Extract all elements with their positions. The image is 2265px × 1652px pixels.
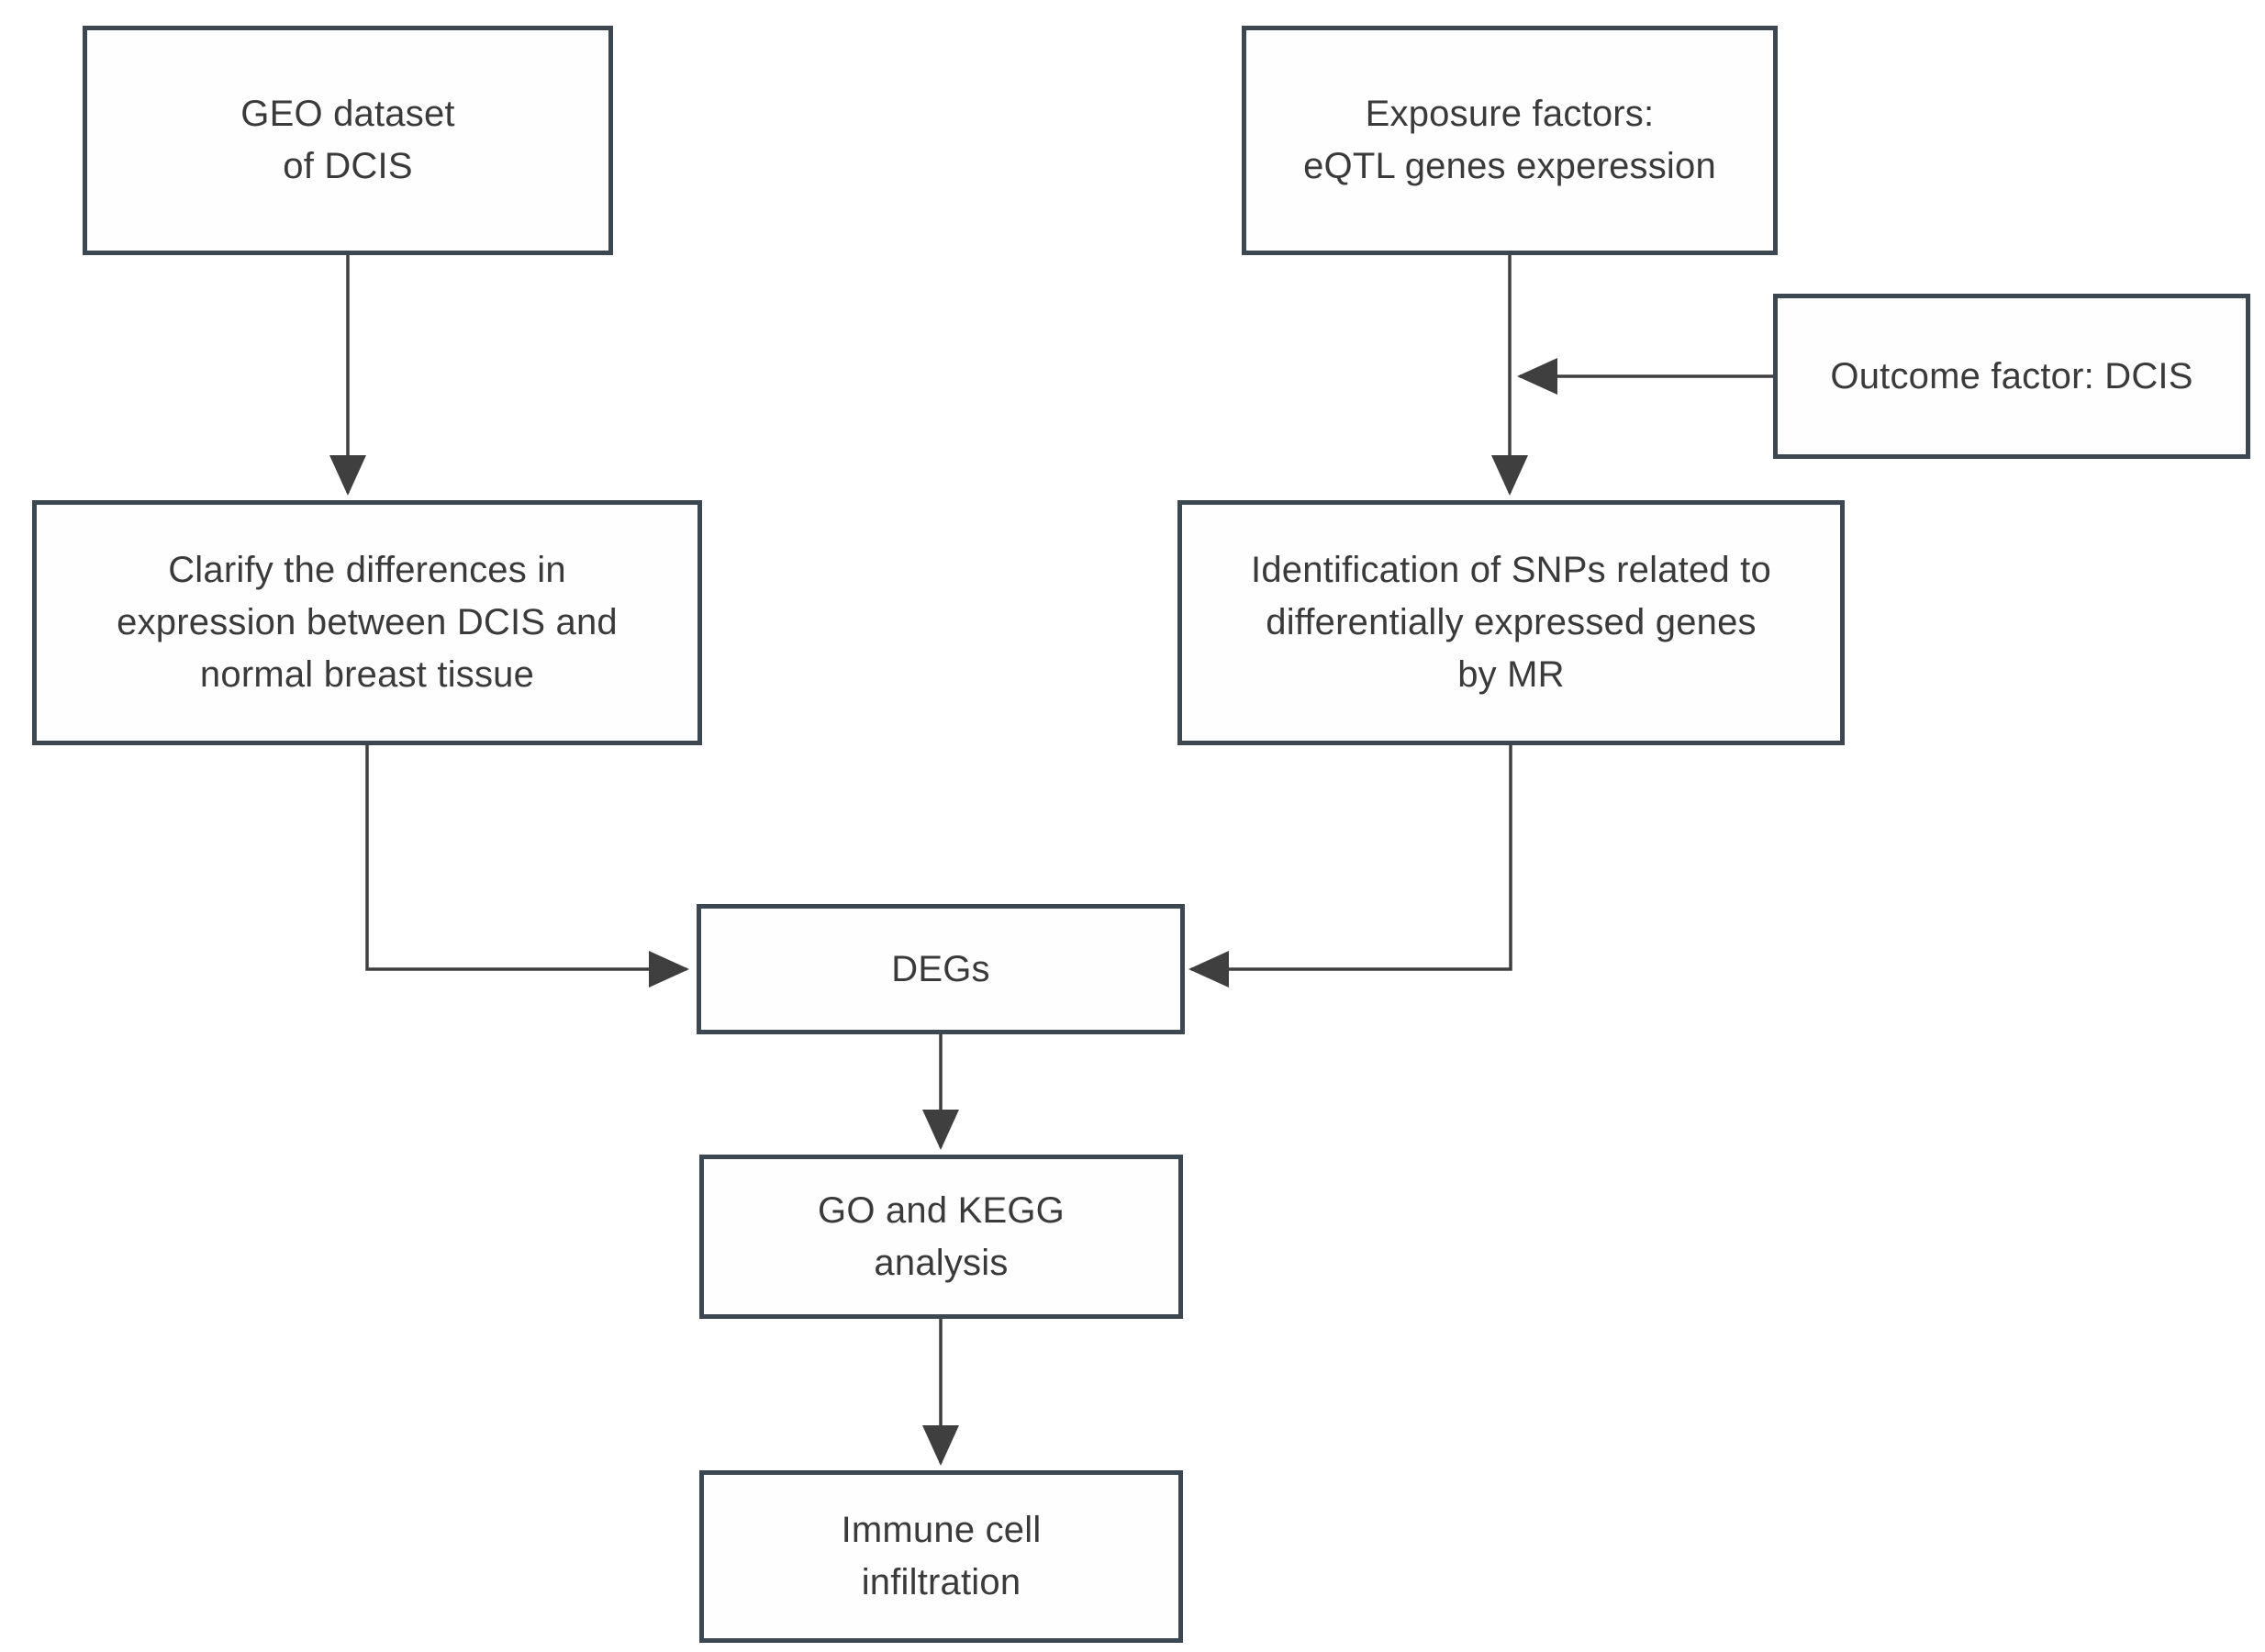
node-outcome-factor: Outcome factor: DCIS xyxy=(1773,294,2250,459)
node-degs-label: DEGs xyxy=(891,948,990,989)
connector-clarify-to-degs xyxy=(365,745,689,988)
node-identification-snps-label: Identification of SNPs related to differ… xyxy=(1251,550,1771,695)
node-immune-cell-infiltration: Immune cell infiltration xyxy=(699,1470,1183,1643)
node-go-kegg-analysis: GO and KEGG analysis xyxy=(699,1155,1183,1319)
node-outcome-factor-label: Outcome factor: DCIS xyxy=(1830,355,2193,396)
node-geo-dataset: GEO dataset of DCIS xyxy=(83,26,613,255)
node-exposure-factors-label: Exposure factors: eQTL genes experession xyxy=(1303,94,1716,186)
node-exposure-factors: Exposure factors: eQTL genes experession xyxy=(1242,26,1778,255)
connector-identification-to-degs xyxy=(1188,745,1512,988)
node-immune-cell-infiltration-label: Immune cell infiltration xyxy=(841,1510,1042,1602)
node-go-kegg-analysis-label: GO and KEGG analysis xyxy=(818,1189,1065,1283)
node-clarify-differences: Clarify the differences in expression be… xyxy=(32,500,702,745)
node-degs: DEGs xyxy=(697,904,1185,1034)
node-identification-snps: Identification of SNPs related to differ… xyxy=(1177,500,1845,745)
node-geo-dataset-label: GEO dataset of DCIS xyxy=(240,94,455,186)
node-clarify-differences-label: Clarify the differences in expression be… xyxy=(117,550,618,695)
